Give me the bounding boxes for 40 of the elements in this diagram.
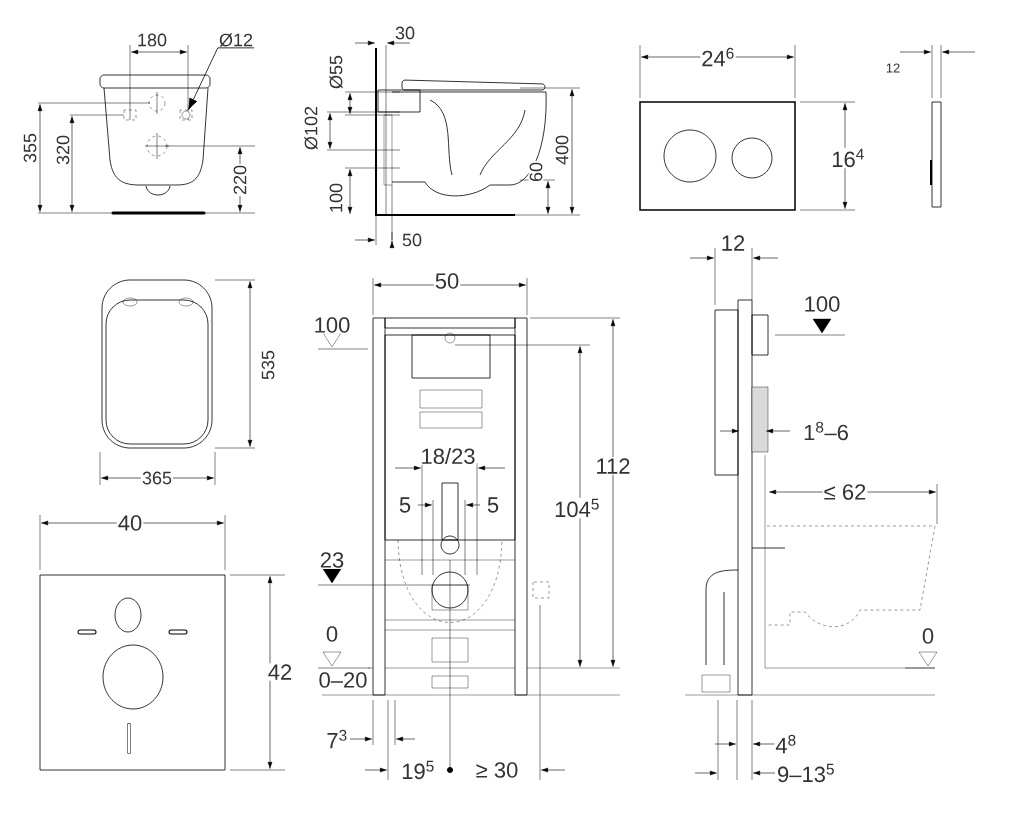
dimension-label: 5 (397, 496, 413, 514)
dimension-label: 19$^{5}$ (400, 759, 436, 781)
dimension-label: 12 (719, 234, 747, 252)
dimension-label: 100 (328, 182, 344, 214)
dimension-label: 40 (116, 514, 144, 532)
dimension-label: 220 (232, 164, 248, 196)
dimension-label: 18/23 (419, 446, 477, 466)
dimension-label: Ø102 (303, 105, 319, 151)
dimension-label: 5 (485, 496, 501, 514)
leader-line (188, 47, 255, 110)
dimension-label: 355 (22, 132, 38, 164)
dimension-label: 4$^{8}$ (774, 733, 798, 755)
dimension-label: 60 (528, 161, 544, 183)
dimension-label: Ø12 (218, 32, 254, 48)
dimension-label: ≤ 62 (822, 483, 868, 501)
dimension-label: 50 (433, 272, 461, 290)
dimension-label: 9–13$^{5}$ (776, 762, 836, 784)
dimension-label: 30 (394, 25, 416, 41)
dimension-label: 1$^{8}$–6 (802, 420, 850, 442)
dimension-label: 180 (136, 32, 168, 48)
dimension-label: 23 (318, 551, 346, 569)
dimension-label: 50 (401, 232, 423, 248)
dimension-label: 365 (141, 470, 173, 486)
dimension-label: 104$^{5}$ (553, 497, 601, 519)
dimension-label: 0–20 (317, 671, 369, 689)
dimension-label: ≥ 30 (474, 761, 520, 779)
dimension-label: Ø55 (328, 54, 344, 90)
dimension-label: 320 (55, 134, 71, 166)
dimension-label: 24$^{6}$ (700, 46, 736, 68)
dimension-label: 12 (884, 62, 902, 74)
dimension-label: 535 (260, 349, 276, 381)
dimension-label: 400 (554, 134, 570, 166)
dimension-label: 100 (802, 295, 842, 313)
dimension-label: 0 (920, 627, 936, 645)
dimension-label: 16$^{4}$ (830, 147, 866, 169)
dimension-label: 42 (266, 663, 294, 681)
dimension-label: 0 (324, 625, 340, 643)
dimension-label: 7$^{3}$ (325, 728, 349, 750)
dimension-label: 112 (594, 457, 632, 475)
mounting-hole (181, 110, 191, 120)
